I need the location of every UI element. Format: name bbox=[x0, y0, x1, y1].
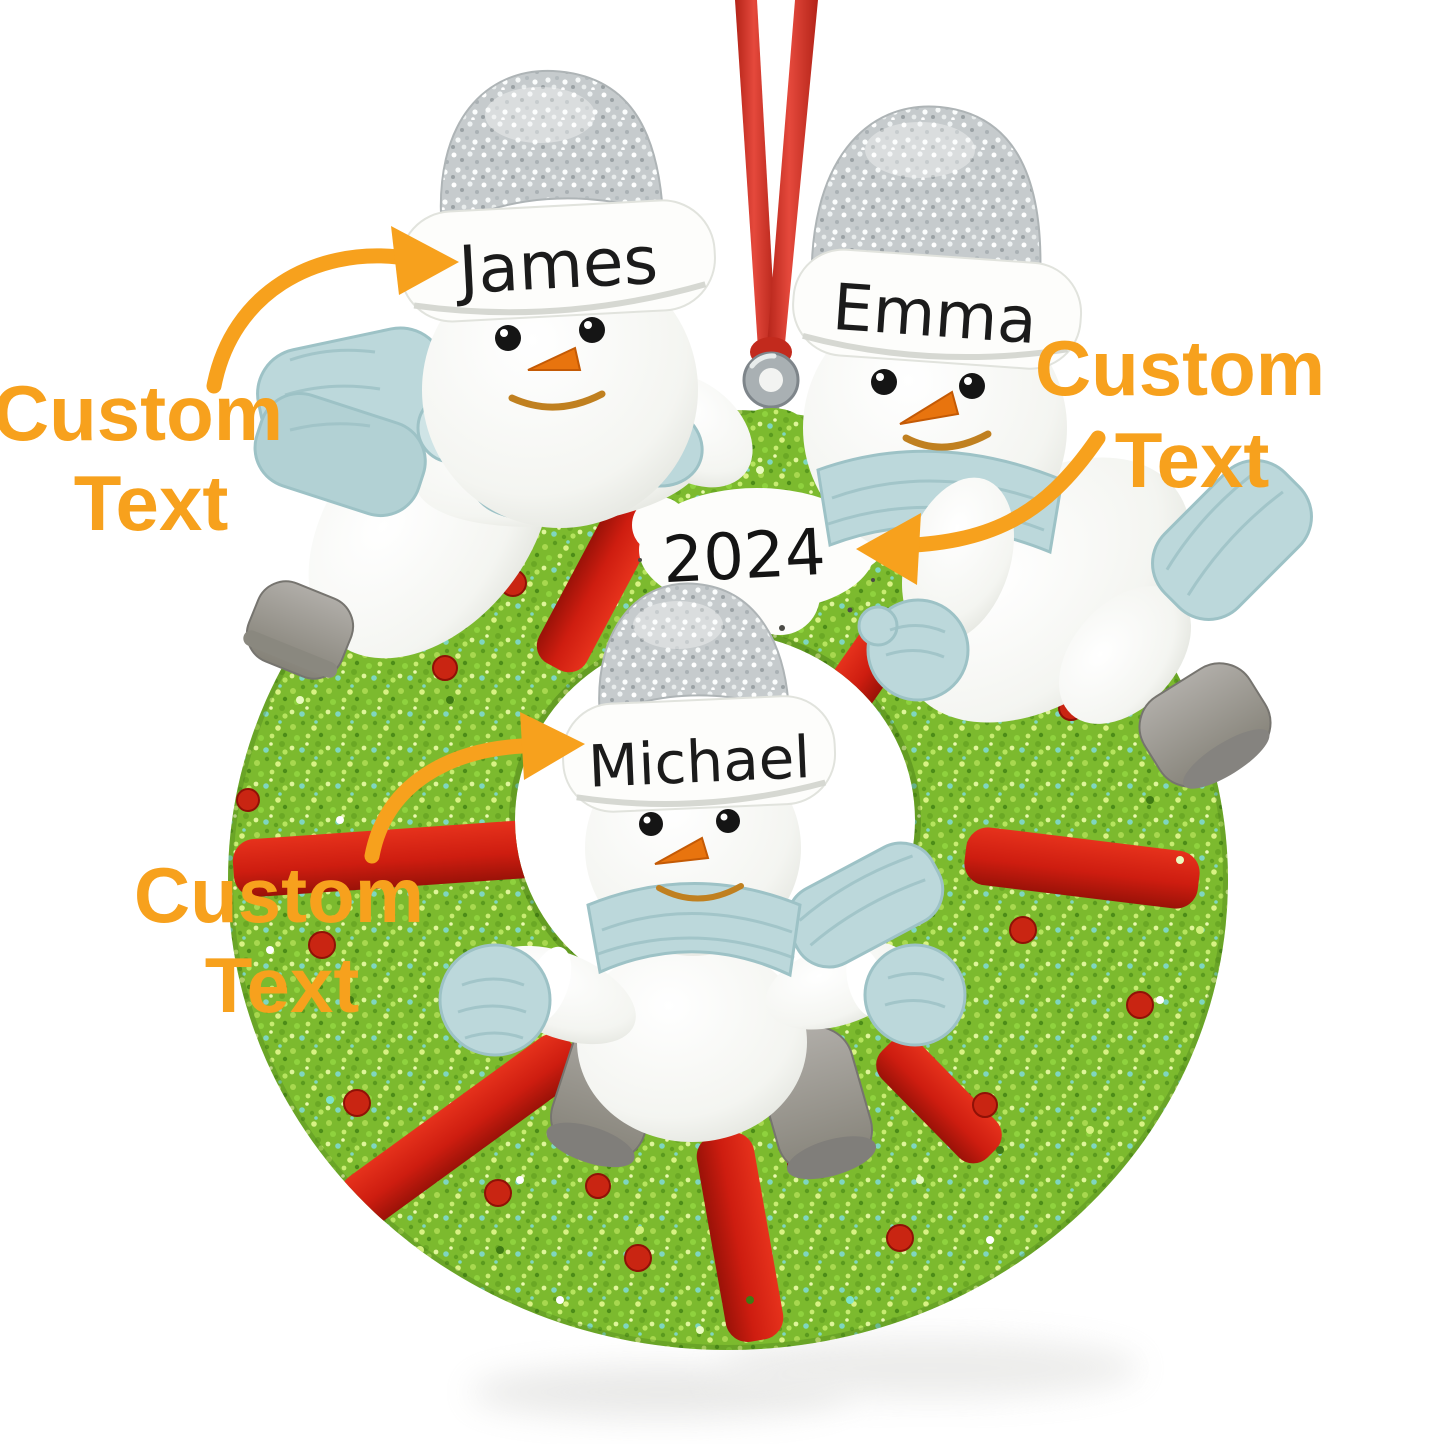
callout-left-arrow-shaft bbox=[206, 248, 406, 394]
callout-left: Custom Text bbox=[0, 226, 459, 547]
michael-name-label: Michael bbox=[587, 723, 812, 801]
callout-right-arrow-shaft bbox=[888, 430, 1106, 554]
michael-hat-brim: Michael bbox=[561, 695, 837, 813]
year-snow-patch: 2024 bbox=[632, 488, 885, 643]
emma-blue-mitten bbox=[857, 598, 970, 702]
james-hat-brim: James bbox=[398, 199, 716, 323]
emma-leg bbox=[1058, 586, 1192, 724]
emma-boot bbox=[1138, 662, 1272, 789]
callout-bottom-arrowhead bbox=[520, 712, 585, 780]
michael-left-mitten bbox=[438, 943, 572, 1057]
emma-smile bbox=[902, 430, 992, 451]
callout-bottom-arrow-shaft bbox=[364, 738, 530, 864]
snowman-michael: Michael bbox=[438, 582, 967, 1180]
michael-hat bbox=[598, 582, 791, 720]
callout-bottom-line2: Text bbox=[205, 941, 360, 1029]
michael-right-mitten bbox=[846, 943, 967, 1047]
james-gray-mitten bbox=[243, 580, 355, 680]
james-hat bbox=[439, 69, 665, 234]
emma-hat-brim: Emma bbox=[792, 248, 1083, 370]
james-head bbox=[422, 252, 698, 528]
emma-scarf-tail bbox=[1151, 459, 1313, 621]
annotations: Custom Text Custom Text Custom Text bbox=[0, 226, 1325, 1029]
james-smile bbox=[508, 390, 606, 411]
callout-right: Custom Text bbox=[856, 324, 1325, 585]
callout-right-arrowhead bbox=[856, 513, 921, 585]
emma-carrot-nose bbox=[899, 390, 960, 425]
james-face bbox=[495, 317, 606, 411]
james-name-label: James bbox=[453, 222, 660, 310]
ribbon-strand-right bbox=[766, 0, 818, 364]
callout-right-line2: Text bbox=[1115, 416, 1270, 504]
michael-carrot-nose bbox=[654, 836, 710, 865]
callout-left-arrowhead bbox=[391, 226, 459, 295]
callout-left-line2: Text bbox=[74, 459, 229, 547]
eyelet bbox=[738, 351, 806, 448]
callout-right-line1: Custom bbox=[1035, 324, 1325, 412]
ground-shadow bbox=[470, 1338, 1140, 1418]
emma-face bbox=[871, 369, 992, 451]
callout-bottom-line1: Custom bbox=[134, 851, 424, 939]
michael-body bbox=[577, 942, 807, 1142]
michael-smile bbox=[656, 883, 744, 902]
snowman-emma: Emma bbox=[792, 105, 1313, 789]
wreath-top-cap bbox=[738, 408, 806, 448]
michael-face bbox=[639, 809, 744, 902]
ribbon-strand-left bbox=[735, 0, 777, 364]
snowman-james: James bbox=[243, 69, 753, 680]
james-carrot-nose bbox=[527, 346, 582, 371]
callout-bottom-left: Custom Text bbox=[134, 712, 585, 1029]
callout-left-line1: Custom bbox=[0, 369, 283, 457]
emma-name-label: Emma bbox=[830, 271, 1039, 359]
